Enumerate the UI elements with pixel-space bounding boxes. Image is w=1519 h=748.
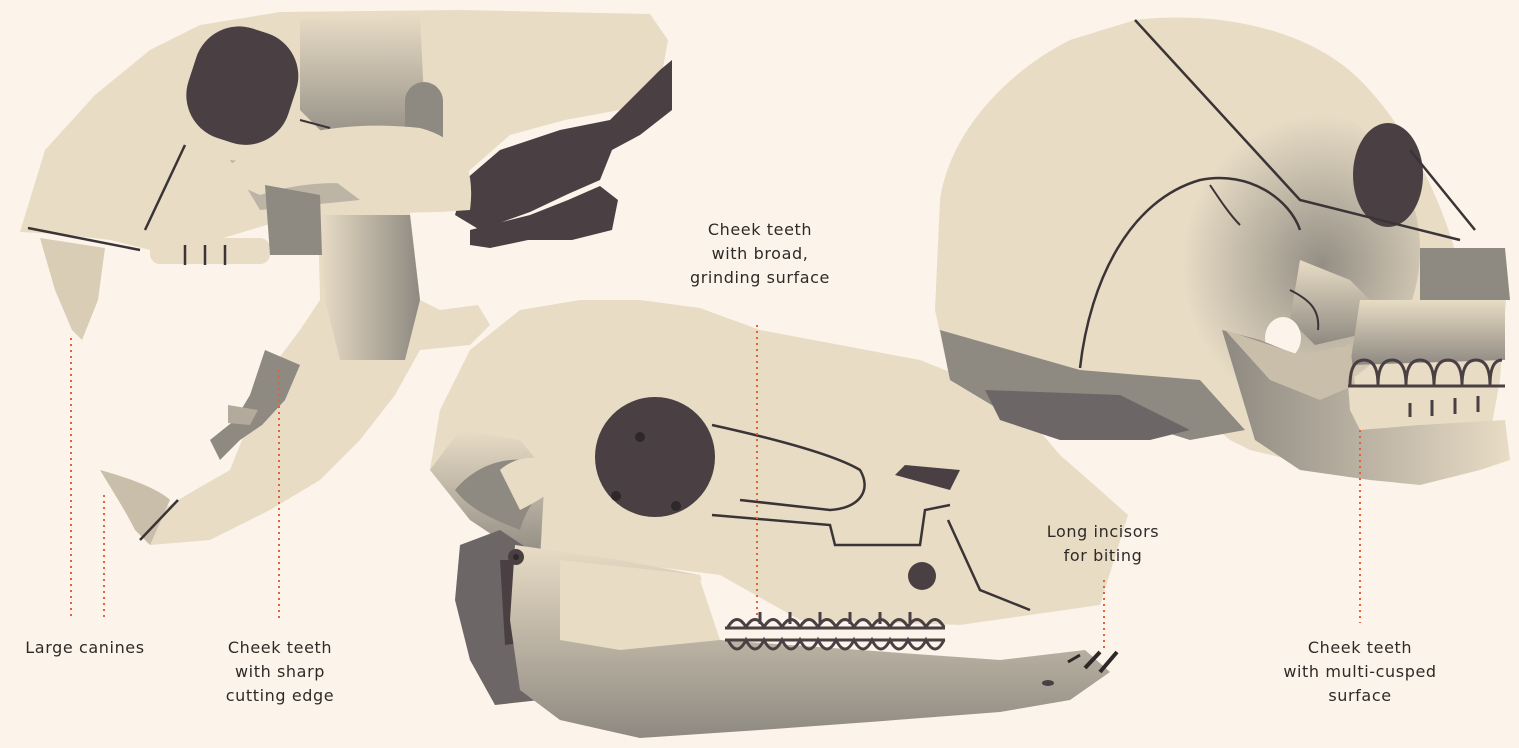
label-large-canines-text: Large canines bbox=[10, 636, 160, 660]
label-incisors-line1: Long incisors bbox=[1028, 520, 1178, 544]
label-human-cheek-teeth: Cheek teeth with multi-cusped surface bbox=[1270, 636, 1450, 708]
label-herbivore-cheek-line1: Cheek teeth bbox=[670, 218, 850, 242]
label-cat-cheek-line2: with sharp bbox=[200, 660, 360, 684]
label-herbivore-cheek-teeth: Cheek teeth with broad, grinding surface bbox=[670, 218, 850, 290]
label-incisors-line2: for biting bbox=[1028, 544, 1178, 568]
label-cat-cheek-teeth: Cheek teeth with sharp cutting edge bbox=[200, 636, 360, 708]
label-herbivore-cheek-line3: grinding surface bbox=[670, 266, 850, 290]
label-cat-cheek-line3: cutting edge bbox=[200, 684, 360, 708]
label-herbivore-cheek-line2: with broad, bbox=[670, 242, 850, 266]
label-large-canines: Large canines bbox=[10, 636, 160, 660]
label-human-cheek-line3: surface bbox=[1270, 684, 1450, 708]
label-human-cheek-line2: with multi-cusped bbox=[1270, 660, 1450, 684]
label-long-incisors: Long incisors for biting bbox=[1028, 520, 1178, 568]
label-human-cheek-line1: Cheek teeth bbox=[1270, 636, 1450, 660]
label-cat-cheek-line1: Cheek teeth bbox=[200, 636, 360, 660]
human-skull bbox=[935, 18, 1510, 486]
